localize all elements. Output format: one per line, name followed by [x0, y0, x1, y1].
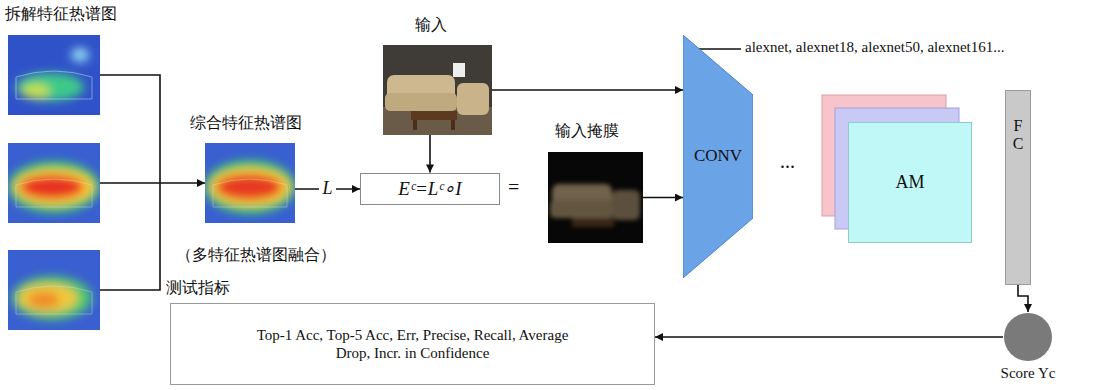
heatmap-ground: [8, 35, 100, 115]
input-image: 输入: [383, 45, 492, 135]
model-names: alexnet, alexnet18, alexnet50, alexnet16…: [745, 39, 1004, 56]
node-text: AM: [895, 172, 924, 194]
activation-map: AM: [848, 122, 972, 243]
heat-spot: [8, 161, 100, 213]
heatmap-ground: [8, 143, 100, 223]
input-photo: [383, 45, 492, 135]
coffee-table: [572, 218, 614, 227]
ellipsis: ...: [780, 150, 795, 173]
heat-spot: [210, 168, 290, 206]
node-heading: 测试指标: [166, 278, 230, 297]
table-leg: [413, 120, 417, 130]
node-text: FC: [1010, 117, 1026, 152]
connector-arrow: [429, 135, 431, 173]
fused-heatmap-image: [205, 143, 295, 223]
edge-label: L: [319, 178, 335, 199]
sofa-seat: [385, 93, 457, 111]
node-heading: 输入掩膜: [555, 121, 619, 140]
heatmap-ground: [8, 250, 100, 330]
formula-box: Eᶜ=Lᶜ∘I: [360, 173, 500, 206]
conv-trapezoid: [683, 35, 753, 278]
heatmap: [8, 143, 100, 223]
table-leg: [451, 120, 455, 130]
connector-arrow: [1018, 285, 1028, 312]
equals-sign: =: [508, 176, 519, 199]
heat-spot: [71, 48, 89, 62]
sofa-outline: [16, 286, 92, 314]
node-heading: 输入: [415, 15, 447, 34]
heat-spot: [12, 276, 92, 320]
heat-spot: [216, 174, 282, 200]
room-wall: [383, 45, 492, 135]
heat-spot: [18, 284, 78, 312]
heat-spot: [28, 292, 60, 308]
node-text: CONV: [694, 146, 742, 166]
connector-arrow: [655, 336, 1003, 338]
mask-photo: [548, 152, 643, 243]
node-heading: 拆解特征热谱图: [5, 4, 117, 23]
heatmap: [8, 250, 100, 330]
circle-shape: [1003, 312, 1053, 362]
heat-spot: [205, 160, 295, 214]
wall-picture: [453, 63, 465, 77]
fused-heatmap: 综合特征热谱图（多特征热谱图融合）: [205, 143, 295, 223]
node-text: Top-1 Acc, Top-5 Acc, Err, Precise, Reca…: [243, 326, 583, 362]
armchair: [457, 83, 489, 115]
input-mask: 输入掩膜: [548, 152, 643, 243]
mask-ground: [548, 152, 643, 243]
coffee-table: [411, 111, 457, 120]
sofa-outline: [16, 71, 92, 99]
leader-line: [699, 48, 741, 49]
heatmap: [8, 35, 100, 115]
score-node: [1004, 313, 1052, 361]
conv-block: CONV: [683, 35, 753, 278]
fc-layer: FC: [1005, 90, 1031, 285]
node-heading: （多特征热谱图融合）: [176, 245, 336, 264]
score-circle: Score Yc: [1003, 312, 1053, 362]
sofa-seat: [550, 200, 614, 218]
connector-arrow: [100, 182, 205, 184]
heat-spot: [14, 169, 94, 205]
heatmap-ground: [205, 143, 295, 223]
armchair: [612, 190, 640, 220]
connector-arrow: [643, 197, 683, 199]
node-heading: 综合特征热谱图: [190, 113, 302, 132]
heat-spot: [16, 73, 84, 101]
sofa-outline: [213, 179, 287, 207]
heat-spot: [22, 84, 50, 98]
node-heading: Score Yc: [1001, 364, 1056, 382]
heatmap-stack: 拆解特征热谱图: [8, 35, 100, 330]
metrics-box: 测试指标Top-1 Acc, Top-5 Acc, Err, Precise, …: [170, 303, 655, 385]
sofa-outline: [16, 179, 92, 207]
node-text: Eᶜ=Lᶜ∘I: [398, 178, 461, 201]
connector-arrow: [492, 89, 683, 91]
